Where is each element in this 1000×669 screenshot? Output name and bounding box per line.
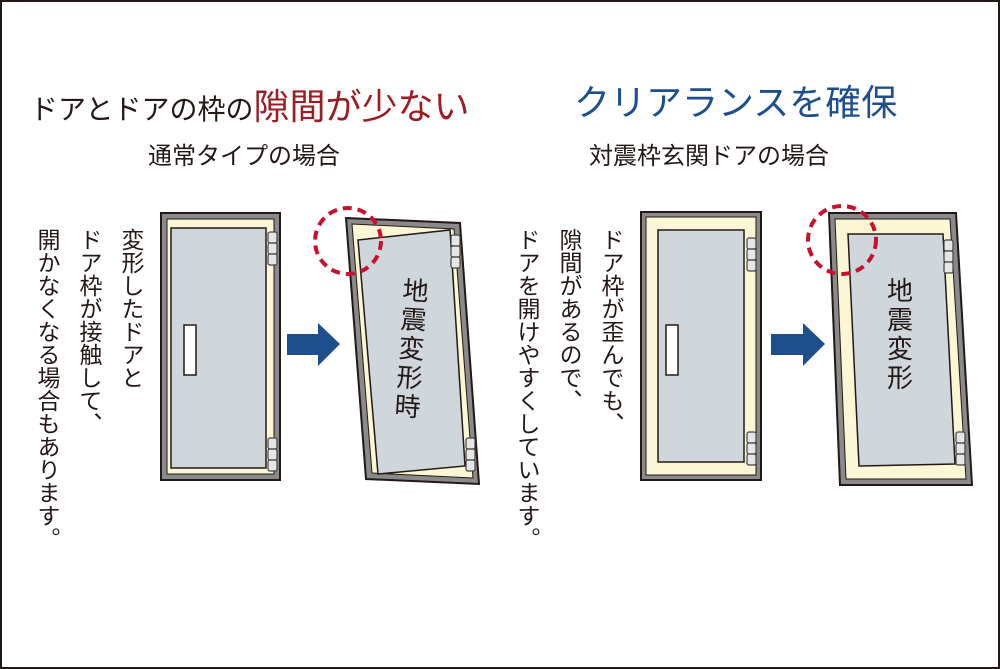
- normal-door: [160, 212, 281, 481]
- right-heading: クリアランスを確保: [574, 83, 898, 124]
- left-heading-emphasis: 隙間が少ない: [253, 87, 470, 128]
- deformed-door: 地 震 変 形 時: [344, 216, 481, 486]
- left-note-line-3: 開かなくなる場合もあります。: [33, 228, 59, 550]
- left-heading: ドアとドアの枠の隙間が少ない: [30, 78, 469, 130]
- right-subheading: 対震枠玄関ドアの場合: [589, 142, 829, 170]
- dashed-circle-icon: [806, 204, 878, 276]
- left-heading-prefix: ドアとドアの枠の: [30, 93, 254, 126]
- door-label-char: 形: [887, 364, 913, 394]
- door-label-char: 時: [393, 392, 421, 424]
- right-arrow-icon: [287, 323, 340, 366]
- left-note-line-2: ドア枠が接触して、: [75, 228, 101, 435]
- door-label-char: 形: [395, 363, 423, 395]
- right-note: ドア枠が歪んでも、 隙間があるので、 ドアを開けやすくしています。: [505, 228, 631, 550]
- right-note-line-3: ドアを開けやすくしています。: [513, 228, 539, 550]
- left-subheading: 通常タイプの場合: [148, 142, 340, 170]
- seismic-door: [640, 211, 762, 481]
- left-note-line-1: 変形したドアと: [117, 228, 143, 389]
- left-note: 変形したドアと ドア枠が接触して、 開かなくなる場合もあります。: [25, 228, 151, 550]
- deformed-seismic-door: 地 震 変 形: [827, 212, 974, 486]
- door-label-char: 震: [400, 305, 428, 337]
- door-label-char: 震: [887, 306, 913, 336]
- door-label-char: 変: [397, 334, 425, 366]
- right-arrow-icon: [771, 323, 825, 366]
- door-label-char: 地: [887, 277, 913, 307]
- door-label-char: 地: [402, 276, 430, 308]
- door-label-char: 変: [887, 335, 913, 365]
- right-note-line-1: ドア枠が歪んでも、: [597, 228, 623, 435]
- right-note-line-2: 隙間があるので、: [555, 228, 581, 412]
- dashed-circle-icon: [313, 206, 383, 276]
